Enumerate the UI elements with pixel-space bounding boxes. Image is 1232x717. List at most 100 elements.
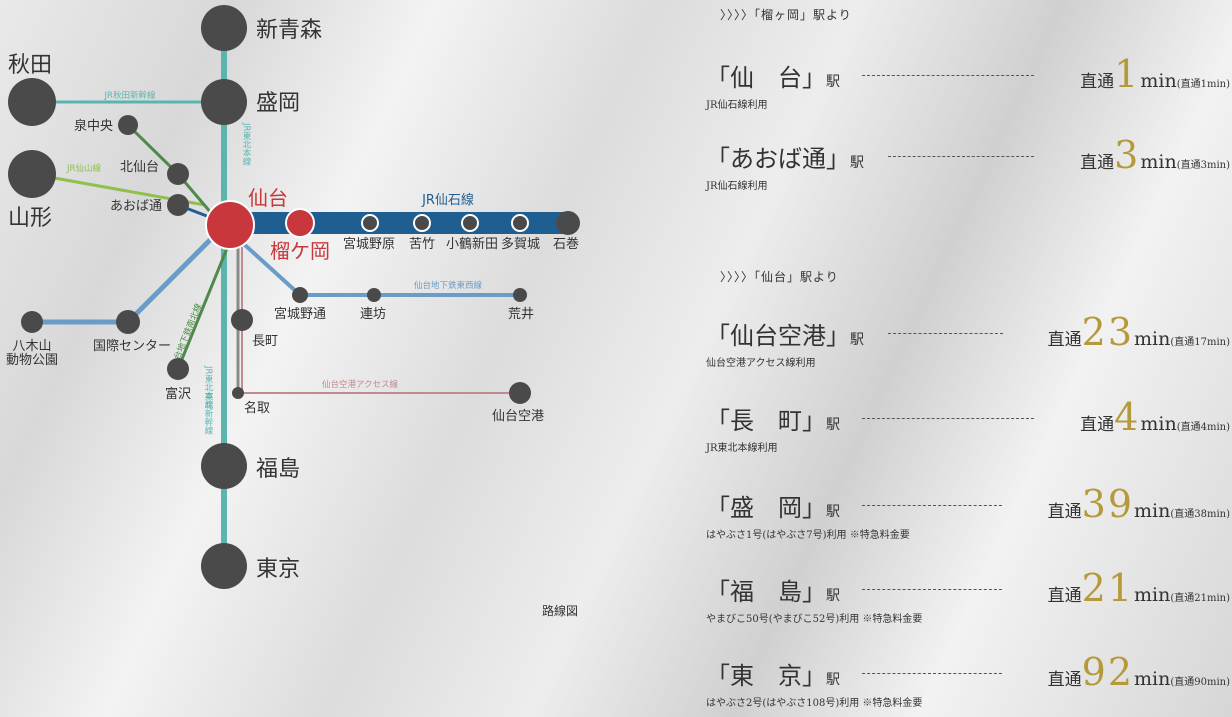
route-row: 「東 京」駅 直通92min(直通90min) はやぶさ2号(はやぶさ108号)… [706,650,1230,716]
route-time: 直通1min(直通1min) [1080,52,1230,96]
route-leader [862,418,1034,419]
line-label-access: 仙台空港アクセス線 [322,379,399,390]
label-nagamachi: 長町 [252,334,278,349]
route-time-prefix: 直通 [1080,153,1115,173]
route-station: 「仙 台」駅 [706,58,840,93]
node-tomizawa [167,358,189,380]
route-time-prefix: 直通 [1047,330,1082,350]
route-note: やまびこ50号(やまびこ52号)利用 ※特急料金要 [706,614,923,625]
node-sendai [205,200,255,250]
label-airport: 仙台空港 [492,409,544,424]
line-label-akita-shinkansen: JR秋田新幹線 [104,90,156,101]
node-kozurushinden [461,214,479,232]
route-station-name: 「盛 岡」 [706,494,826,522]
section-header-nigaoka: 〉〉〉〉「榴ヶ岡」駅より [720,8,852,22]
label-kokusai: 国際センター [93,339,171,354]
route-time-alt: (直通38min) [1170,509,1230,520]
route-leader [862,589,1002,590]
node-arai [513,288,527,302]
route-row: 「盛 岡」駅 直通39min(直通38min) はやぶさ1号(はやぶさ7号)利用… [706,482,1230,548]
line-label-tohoku-north: JR東北本線 [241,122,251,165]
route-time-alt: (直通90min) [1170,677,1230,688]
route-leader [888,156,1034,157]
route-time-alt: (直通3min) [1176,160,1230,171]
route-station-name: 「長 町」 [706,407,826,435]
route-note: はやぶさ1号(はやぶさ7号)利用 ※特急料金要 [706,530,910,541]
node-fukushima [201,443,247,489]
route-station: 「東 京」駅 [706,656,840,691]
label-kozurushinden: 小鶴新田 [446,236,498,252]
label-yagiyama-1: 八木山 [12,339,51,354]
node-yamagata [8,150,56,198]
node-morioka [201,79,247,125]
node-tokyo [201,543,247,589]
node-kokusai [116,310,140,334]
node-aobadori [167,194,189,216]
label-yamagata: 山形 [8,206,52,231]
line-namboku-south [176,235,234,370]
route-time: 直通3min(直通3min) [1080,133,1230,177]
label-miyaginodori: 宮城野通 [274,306,326,322]
node-shin-aomori [201,5,247,51]
label-akita: 秋田 [8,53,52,78]
route-note: JR仙石線利用 [706,181,768,192]
route-time-value: 92 [1081,650,1134,694]
route-station-name: 「仙台空港」 [706,322,850,350]
node-yagiyama [21,311,43,333]
route-station-name: 「仙 台」 [706,64,826,92]
line-label-senzan: JR仙山線 [66,163,101,174]
route-station: 「仙台空港」駅 [706,316,864,351]
route-time: 直通92min(直通90min) [1048,650,1230,694]
route-leader [862,75,1034,76]
route-time-unit: min [1140,70,1177,92]
route-station: 「盛 岡」駅 [706,488,840,523]
line-label-tohoku-shinkansen: 東北新幹線 [203,391,213,434]
route-station-name: 「福 島」 [706,578,826,606]
label-ishinomaki: 石巻 [553,237,579,252]
node-tagajo [511,214,529,232]
node-akita [8,78,56,126]
line-label-senseki: JR仙石線 [421,192,474,208]
route-eki: 駅 [826,74,840,90]
route-leader [862,673,1002,674]
line-label-tozai: 仙台地下鉄東西線 [414,280,483,291]
label-izumichuo: 泉中央 [74,118,113,134]
route-time-unit: min [1134,500,1171,522]
label-kitasendai: 北仙台 [120,160,159,175]
label-miyaginohara: 宮城野原 [343,236,395,252]
route-time-value: 1 [1114,52,1141,96]
route-time-prefix: 直通 [1047,586,1082,606]
route-time-prefix: 直通 [1047,670,1082,690]
node-nigatake [413,214,431,232]
route-eki: 駅 [826,417,840,433]
label-fukushima: 福島 [256,457,300,482]
label-morioka: 盛岡 [256,91,300,116]
station-nodes [8,5,580,589]
node-airport [509,382,531,404]
route-time: 直通23min(直通17min) [1048,310,1230,354]
route-time-alt: (直通17min) [1170,337,1230,348]
route-map: JR秋田新幹線 JR仙山線 JR東北本線 JR仙石線 仙台地下鉄東西線 仙台地下… [6,5,580,618]
route-station: 「長 町」駅 [706,401,840,436]
route-eki: 駅 [826,588,840,604]
node-renbo [367,288,381,302]
route-time-unit: min [1134,328,1171,350]
label-renbo: 連坊 [360,307,386,322]
route-time-value: 23 [1081,310,1134,354]
route-time: 直通39min(直通38min) [1048,482,1230,526]
route-station: 「福 島」駅 [706,572,840,607]
route-row: 「長 町」駅 直通4min(直通4min) JR東北本線利用 [706,395,1230,461]
node-nagamachi [231,309,253,331]
route-time-value: 4 [1114,395,1141,439]
route-time-value: 21 [1081,566,1134,610]
route-leader [888,333,1003,334]
route-eki: 駅 [826,672,840,688]
route-note: JR東北本線利用 [706,443,778,454]
route-eki: 駅 [826,504,840,520]
label-tokyo: 東京 [256,557,300,582]
node-natori [232,387,244,399]
node-ishinomaki [556,211,580,235]
route-time-value: 3 [1114,133,1141,177]
node-miyaginodori [292,287,308,303]
route-eki: 駅 [850,155,864,171]
